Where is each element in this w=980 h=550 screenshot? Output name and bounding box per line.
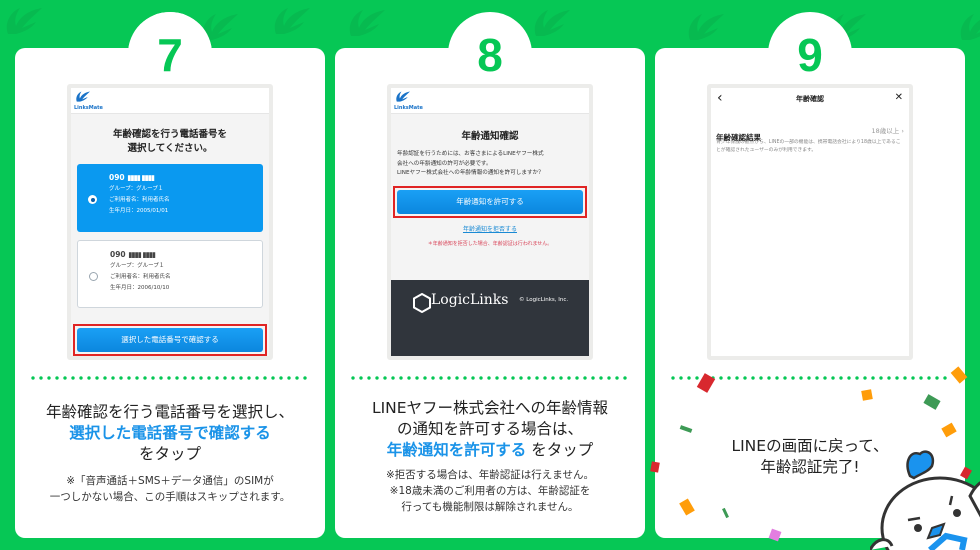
background-logo-icon xyxy=(534,10,570,36)
background-logo-icon xyxy=(6,8,43,34)
background-logo-icon xyxy=(202,14,238,40)
group-label: グループ：グループ１ xyxy=(109,186,164,192)
group-label: グループ：グループ１ xyxy=(110,263,165,269)
linksmate-logo-text: LinksMate xyxy=(74,105,103,111)
highlight-frame: 年齢通知を許可する xyxy=(393,186,587,218)
phone-number: 090 ▮▮▮▮ ▮▮▮▮ xyxy=(109,173,155,182)
linksmate-logo-text: LinksMate xyxy=(394,105,423,111)
age-notification-body: 年齢認証を行うためには、お客さまによるLINEヤフー株式 会社への年齢通知の許可… xyxy=(397,151,544,176)
line-age-header: ‹ 年齢確認 ✕ xyxy=(711,88,909,112)
line-age-title: 年齢確認 xyxy=(796,95,824,103)
linksmate-logo-icon xyxy=(76,91,90,102)
dotted-divider xyxy=(29,376,311,380)
step-8-description: LINEヤフー株式会社への年齢情報 の通知を許可する場合は、 年齢通知を許可する… xyxy=(371,399,609,513)
allow-age-notification-button[interactable]: 年齢通知を許可する xyxy=(397,190,583,214)
radio-selected[interactable] xyxy=(88,195,97,204)
linksmate-header: LinksMate xyxy=(391,88,589,114)
copyright-text: © LogicLinks, Inc. xyxy=(519,297,569,303)
background-logo-icon xyxy=(349,10,385,36)
step-7-card: 7 LinksMate 年齢確認を行う電話番号を 選択してください。 090 ▮… xyxy=(15,12,325,538)
age-result-value: 18歳以上 › xyxy=(871,127,904,135)
highlight-frame: 選択した電話番号で確認する xyxy=(73,324,267,356)
close-icon[interactable]: ✕ xyxy=(894,92,903,103)
confetti-piece xyxy=(650,461,660,473)
logiclinks-logo-text: LogicLinks xyxy=(431,292,509,308)
dotted-divider xyxy=(349,376,631,380)
user-name-label: ご利用者名：利用者氏名 xyxy=(110,274,171,280)
select-number-title: 年齢確認を行う電話番号を 選択してください。 xyxy=(112,129,227,154)
age-notification-title: 年齢通知確認 xyxy=(461,131,519,142)
back-icon[interactable]: ‹ xyxy=(717,90,723,106)
step-9-card: 9 ‹ 年齢確認 ✕ 年齢確認結果 18歳以上 › 青少年保護の観点から、LIN… xyxy=(655,12,965,538)
phone-screenshot-select-number: LinksMate 年齢確認を行う電話番号を 選択してください。 090 ▮▮▮… xyxy=(67,84,273,360)
radio-unselected[interactable] xyxy=(89,272,98,281)
linksmate-logo-icon xyxy=(396,91,410,102)
mascot-bird-icon xyxy=(870,450,980,550)
deny-warning-text: ＊年齢通知を拒否した場合、年齢認証は行われません。 xyxy=(427,241,553,247)
step-8-card: 8 LinksMate 年齢通知確認 年齢認証を行うためには、お客さまによるLI… xyxy=(335,12,645,538)
birthday-label: 生年月日：2006/10/10 xyxy=(110,285,170,291)
phone-number: 090 ▮▮▮▮ ▮▮▮▮ xyxy=(110,250,156,259)
age-result-label: 年齢確認結果 xyxy=(716,133,761,142)
logiclinks-hexagon-icon xyxy=(413,293,431,313)
phone-screenshot-line-age-check: ‹ 年齢確認 ✕ 年齢確認結果 18歳以上 › 青少年保護の観点から、LINEの… xyxy=(707,84,913,360)
confirm-selected-number-button[interactable]: 選択した電話番号で確認する xyxy=(77,328,263,352)
step-7-description: 年齢確認を行う電話番号を選択し、 選択した電話番号で確認する をタップ ※「音声… xyxy=(45,403,294,503)
highlight-action-text: 選択した電話番号で確認する xyxy=(69,424,271,442)
deny-age-notification-link[interactable]: 年齢通知を拒否する xyxy=(462,226,517,233)
birthday-label: 生年月日：2005/01/01 xyxy=(109,208,169,214)
phone-screenshot-age-notification: LinksMate 年齢通知確認 年齢認証を行うためには、お客さまによるLINE… xyxy=(387,84,593,360)
age-result-row[interactable]: 年齢確認結果 18歳以上 › xyxy=(711,125,909,142)
confetti-piece xyxy=(768,528,782,542)
phone-number-option-2[interactable]: 090 ▮▮▮▮ ▮▮▮▮ グループ：グループ１ ご利用者名：利用者氏名 生年月… xyxy=(77,240,263,308)
logiclinks-footer: LogicLinks © LogicLinks, Inc. xyxy=(391,280,589,356)
highlight-action-text: 年齢通知を許可する xyxy=(386,441,527,459)
chevron-right-icon: › xyxy=(901,127,904,135)
step-number-badge: 8 xyxy=(448,12,532,96)
background-logo-icon xyxy=(960,14,980,40)
step-number-badge: 7 xyxy=(128,12,212,96)
phone-number-option-1[interactable]: 090 ▮▮▮▮ ▮▮▮▮ グループ：グループ１ ご利用者名：利用者氏名 生年月… xyxy=(77,164,263,232)
dotted-divider xyxy=(669,376,951,380)
linksmate-header: LinksMate xyxy=(71,88,269,114)
user-name-label: ご利用者名：利用者氏名 xyxy=(109,197,170,203)
background-logo-icon xyxy=(274,8,310,34)
confetti-piece xyxy=(861,389,873,401)
age-result-description: 青少年保護の観点から、LINEの一部の機能は、携帯電話会社により18歳以上である… xyxy=(716,140,901,153)
background-logo-icon xyxy=(688,14,724,40)
step-number-badge: 9 xyxy=(768,12,852,96)
step-9-description: LINEの画面に戻って、 年齢認証完了! xyxy=(731,437,889,476)
